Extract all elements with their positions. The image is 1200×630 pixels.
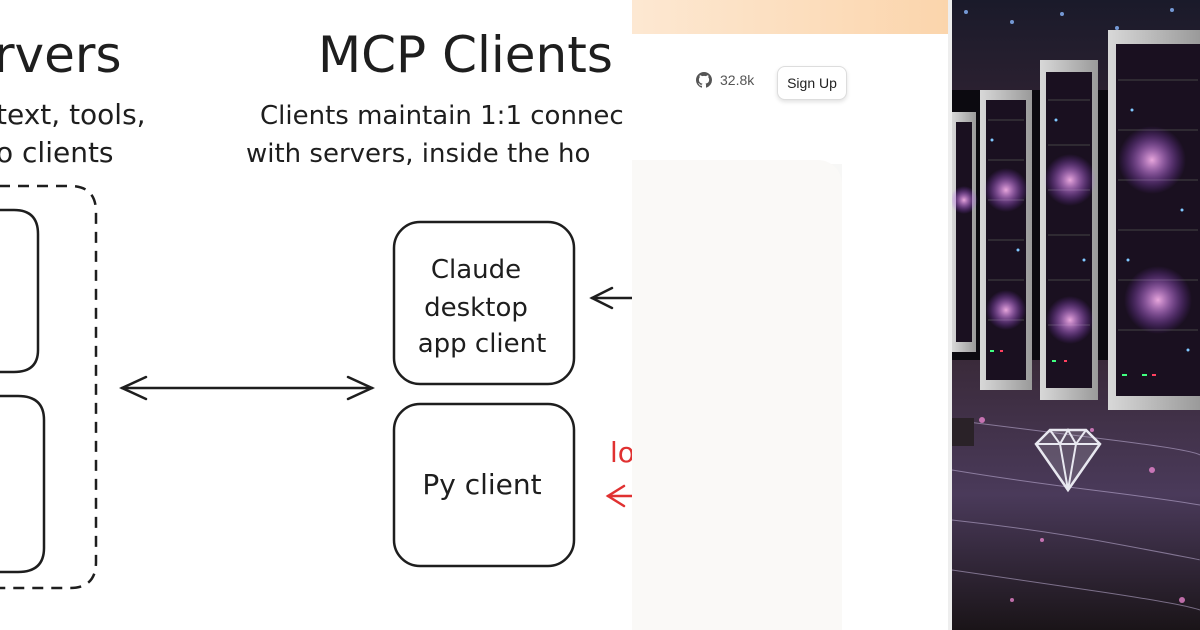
github-stars-link[interactable]: 32.8k <box>696 72 754 88</box>
server-room-image <box>952 0 1200 630</box>
server-box-2 <box>0 394 46 574</box>
website-panel: 32.8k Sign Up <box>632 0 952 630</box>
content-card <box>632 160 842 630</box>
content-side <box>842 164 948 630</box>
arrow-to-claude <box>589 286 632 310</box>
clients-desc-line2: with servers, inside the ho <box>246 139 590 169</box>
mcp-diagram: rvers MCP Clients text, tools, o clients… <box>0 26 632 590</box>
diamond-logo-icon <box>1034 427 1102 493</box>
double-arrow <box>118 375 376 401</box>
claude-client-line3: app client <box>418 329 547 359</box>
servers-group-border <box>0 184 98 590</box>
top-banner <box>632 0 948 34</box>
claude-client-line2: desktop <box>424 293 528 323</box>
sign-up-button[interactable]: Sign Up <box>777 66 847 100</box>
servers-desc-line2: o clients <box>0 136 114 169</box>
diagram-panel: rvers MCP Clients text, tools, o clients… <box>0 26 632 590</box>
claude-client-line1: Claude <box>431 255 521 285</box>
panel-divider <box>948 0 952 630</box>
red-label: lo <box>610 436 632 469</box>
red-arrow <box>605 484 632 508</box>
servers-title: rvers <box>0 26 122 84</box>
server-room-artwork <box>952 0 1200 630</box>
clients-desc-line1: Clients maintain 1:1 connec <box>260 101 624 131</box>
clients-title: MCP Clients <box>318 26 613 84</box>
py-client-label: Py client <box>422 468 541 501</box>
github-icon <box>696 72 712 88</box>
servers-desc-line1: text, tools, <box>0 98 146 131</box>
claude-client-box <box>392 220 576 386</box>
py-client-box <box>392 402 576 568</box>
server-box-1 <box>0 208 40 374</box>
github-star-count: 32.8k <box>720 72 755 88</box>
server-racks <box>952 30 1200 410</box>
